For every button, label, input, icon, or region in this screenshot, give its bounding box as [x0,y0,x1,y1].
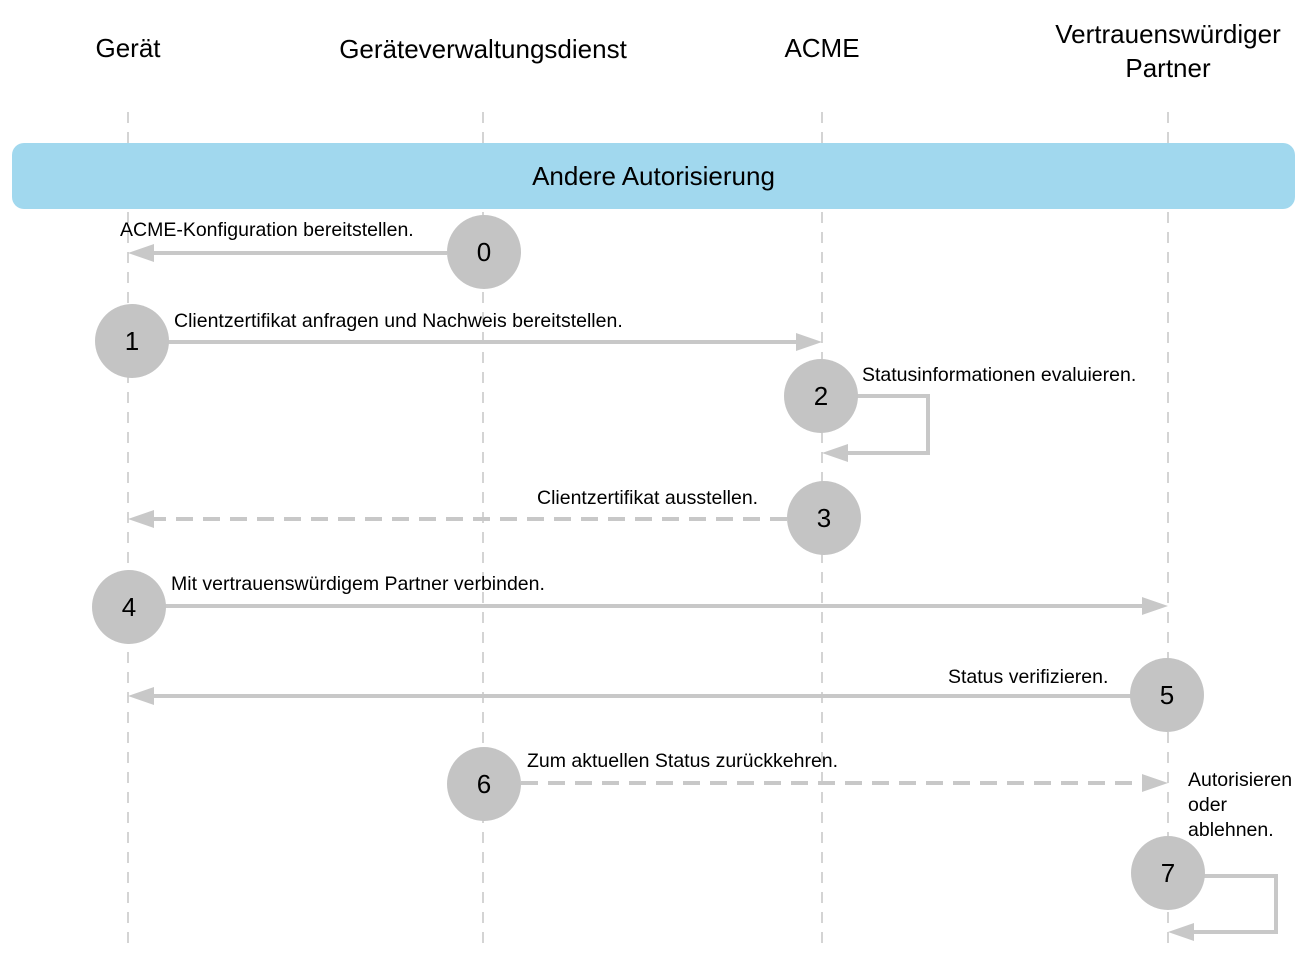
step-0-label: ACME-Konfiguration bereitstellen. [120,219,414,241]
step-7-number: 7 [1131,836,1205,910]
step-5-label: Status verifizieren. [948,666,1109,688]
step-5-number: 5 [1130,658,1204,732]
step-0-number: 0 [447,215,521,289]
step-3-arrowhead [128,510,154,528]
step-0-arrowhead [128,244,154,262]
step-1-number: 1 [95,304,169,378]
step-6-arrowhead [1142,774,1168,792]
banner-andere-autorisierung: Andere Autorisierung [12,143,1295,209]
step-7-arrowhead [1168,923,1194,941]
step-7-label: Autorisieren oder ablehnen. [1188,769,1293,841]
step-4-arrowhead [1142,597,1168,615]
actor-acme: ACME [784,33,860,63]
step-4-label: Mit vertrauenswürdigem Partner verbinden… [171,573,545,595]
actor-mdm: Geräteverwaltungsdienst [339,34,627,64]
actor-partner: Vertrauenswürdiger Partner [1055,19,1281,83]
step-2-loop [842,394,930,455]
step-1-arrowhead [796,333,822,351]
step-1-label: Clientzertifikat anfragen und Nachweis b… [174,310,623,332]
step-3-label: Clientzertifikat ausstellen. [537,487,759,509]
step-2-number: 2 [784,359,858,433]
step-5-arrowhead [128,687,154,705]
step-4-number: 4 [92,570,166,644]
actor-geraet: Gerät [95,33,161,63]
step-6-number: 6 [447,747,521,821]
step-7-loop [1188,874,1278,934]
step-6-label: Zum aktuellen Status zurückkehren. [527,750,839,772]
step-3-number: 3 [787,481,861,555]
step-2-label: Statusinformationen evaluieren. [862,364,1137,386]
step-2-arrowhead [822,444,848,462]
